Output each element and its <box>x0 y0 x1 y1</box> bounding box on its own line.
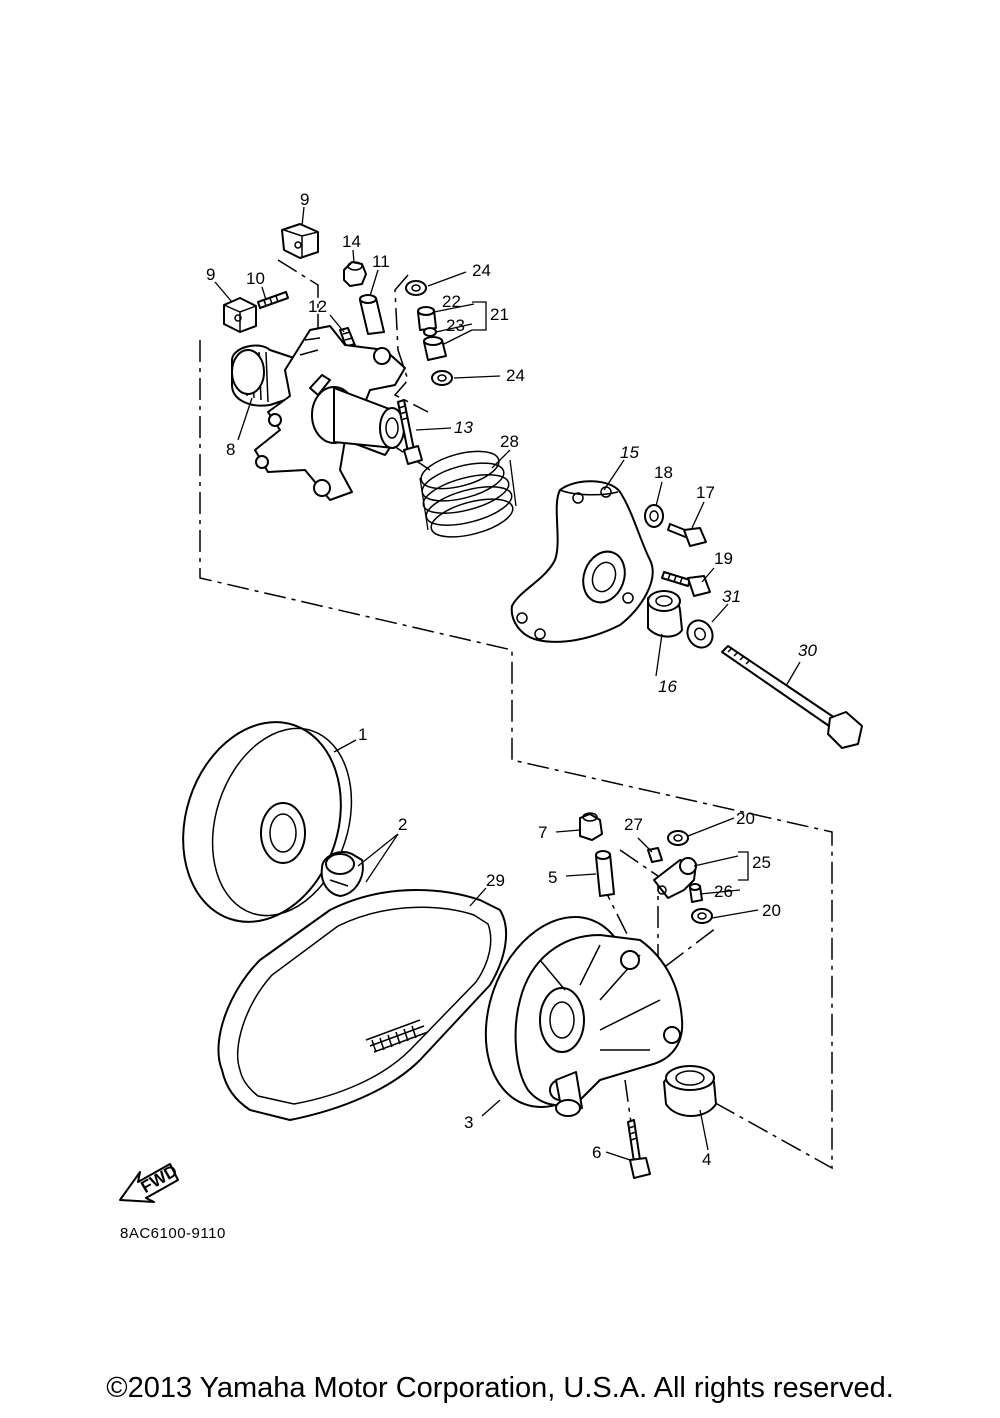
part-9-slider-upper <box>281 223 319 259</box>
fwd-arrow-icon: FWD <box>119 1161 181 1203</box>
callout-22: 22 <box>442 292 461 311</box>
callout-20-upper: 20 <box>736 809 755 828</box>
part-31-collar <box>686 619 714 649</box>
part-3-movable-sheave <box>484 916 684 1117</box>
part-13-bolt <box>397 399 423 465</box>
part-24-washer-lower <box>431 370 453 386</box>
callout-23: 23 <box>446 316 465 335</box>
callout-labels: 9 9 10 14 11 24 22 21 23 12 24 8 13 28 1… <box>206 190 817 1169</box>
part-17-bolt <box>667 523 707 547</box>
callout-3: 3 <box>464 1113 473 1132</box>
part-24-washer-upper <box>405 280 427 296</box>
callout-1: 1 <box>358 725 367 744</box>
part-16-bushing <box>647 590 683 638</box>
part-20-washer-lower <box>691 908 713 924</box>
callout-29: 29 <box>486 871 505 890</box>
part-21-roller-assy <box>423 336 447 361</box>
callout-26: 26 <box>714 882 733 901</box>
part-10-pin <box>257 291 289 309</box>
callout-20-lower: 20 <box>762 901 781 920</box>
part-25-weight-arm <box>653 857 697 899</box>
callout-30: 30 <box>798 641 817 660</box>
callout-10: 10 <box>246 269 265 288</box>
callout-12: 12 <box>308 297 327 316</box>
callout-15: 15 <box>620 443 639 462</box>
part-15-cap <box>510 480 654 643</box>
part-19-bolt <box>661 571 711 597</box>
part-14-nut <box>343 261 367 287</box>
part-23-pin <box>423 327 437 337</box>
callout-8: 8 <box>226 440 235 459</box>
callout-14: 14 <box>342 232 361 251</box>
callout-4: 4 <box>702 1150 711 1169</box>
part-11-collar <box>359 294 385 335</box>
callout-13: 13 <box>454 418 473 437</box>
callout-24-lower: 24 <box>506 366 525 385</box>
part-1-sheave <box>182 721 353 923</box>
part-8-spider-hub <box>231 325 406 501</box>
part-29-belt <box>217 889 507 1121</box>
callout-27: 27 <box>624 815 643 834</box>
callout-7: 7 <box>538 823 547 842</box>
callout-28: 28 <box>500 432 519 451</box>
callout-31: 31 <box>722 587 741 606</box>
part-30-long-bolt <box>721 645 863 749</box>
part-28-spring <box>419 450 517 538</box>
part-6-bolt <box>627 1119 651 1179</box>
part-20-washer-upper <box>667 830 689 846</box>
leader-lines <box>214 206 801 1161</box>
part-26-pin <box>689 883 703 903</box>
callout-25: 25 <box>752 853 771 872</box>
diagram-reference-code: 8AC6100-9110 <box>120 1225 226 1242</box>
callout-11: 11 <box>372 252 390 271</box>
callout-17: 17 <box>696 483 715 502</box>
callout-2: 2 <box>398 815 407 834</box>
part-22-roller <box>417 306 437 331</box>
callout-21: 21 <box>490 305 509 324</box>
part-9-slider-lower <box>223 297 257 333</box>
callout-9-upper: 9 <box>300 190 309 209</box>
part-2-bushing <box>320 850 364 897</box>
callout-9-lower: 9 <box>206 265 215 284</box>
callout-18: 18 <box>654 463 673 482</box>
part-4-bushing <box>663 1065 717 1117</box>
callout-24-upper: 24 <box>472 261 491 280</box>
copyright-notice: ©2013 Yamaha Motor Corporation, U.S.A. A… <box>106 1372 894 1404</box>
part-18-washer <box>644 504 664 528</box>
callout-19: 19 <box>714 549 733 568</box>
part-7-nut <box>579 812 603 841</box>
callout-16: 16 <box>658 677 677 696</box>
callout-5: 5 <box>548 868 557 887</box>
part-5-collar <box>595 850 615 897</box>
callout-6: 6 <box>592 1143 601 1162</box>
